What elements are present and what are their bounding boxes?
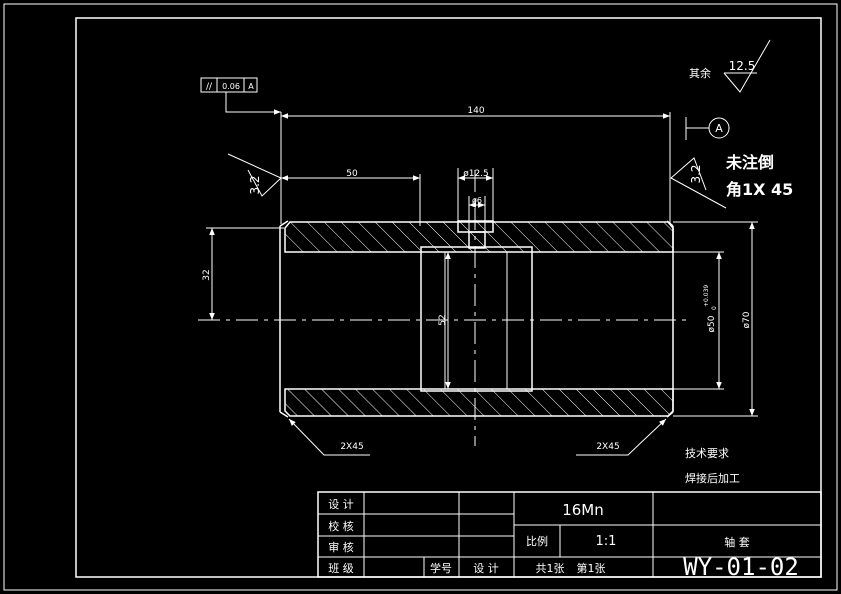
- tolerance-leader: [225, 92, 281, 115]
- roughness-general-value: 12.5: [729, 59, 756, 73]
- tech-requirements-title: 技术要求: [685, 447, 729, 460]
- roughness-general-label: 其余: [689, 66, 711, 80]
- chamfer-right: 2X45: [596, 442, 619, 452]
- tb-drawing-no: WY-01-02: [683, 553, 799, 581]
- roughness-symbol-right: [670, 157, 727, 209]
- dim-hole-inner: ø6: [472, 196, 482, 205]
- tech-requirements-item: 焊接后加工: [685, 471, 740, 485]
- chamfer-tl: [279, 220, 289, 227]
- chamfer-left: 2X45: [340, 442, 363, 452]
- tolerance-datum: A: [248, 82, 254, 91]
- tb-check-label: 校 核: [328, 519, 354, 533]
- datum-circle: [708, 117, 730, 139]
- dim-bore-tol-lower: 0: [711, 306, 718, 310]
- through-hole: [468, 231, 486, 249]
- chamfer-bl: [279, 411, 289, 418]
- datum-label: A: [715, 122, 723, 135]
- roughness-left: 3.2: [248, 175, 262, 194]
- outer-border: [3, 3, 838, 591]
- dim-offset: 50: [346, 169, 358, 179]
- chamfer-note-line1: 未注倒: [725, 153, 774, 172]
- tb-class-label: 班 级: [328, 562, 354, 575]
- tolerance-frame: [200, 77, 258, 93]
- tb-design-label-2: 设 计: [473, 562, 499, 575]
- chamfer-note-line2: 角1X 45: [726, 180, 793, 199]
- tb-part-name: 轴 套: [724, 535, 750, 549]
- dim-center: 52: [438, 314, 448, 325]
- title-block: 设 计 校 核 审 核 班 级 学号 设 计 16Mn 比例 1:1 轴 套 共…: [317, 491, 822, 581]
- tb-scale-value: 1:1: [596, 534, 617, 549]
- tb-sheets: 共1张: [536, 562, 565, 575]
- dim-hole-outer: ø12.5: [463, 169, 489, 179]
- leader-chamfer-right: [576, 418, 667, 456]
- title-block-frame: [317, 491, 822, 578]
- tolerance-symbol: //: [206, 82, 213, 92]
- tb-sheet-no: 第1张: [577, 561, 606, 575]
- inner-relief: [420, 246, 533, 392]
- tb-design-label: 设 计: [328, 498, 354, 511]
- dim-bore-tol-upper: +0.039: [703, 285, 710, 307]
- tb-review-label: 审 核: [328, 540, 354, 554]
- dim-left: 32: [202, 269, 212, 280]
- bottom-wall-section: [284, 388, 674, 417]
- roughness-symbol-left: [227, 153, 282, 197]
- chamfer-br: [666, 411, 674, 418]
- dim-bore: ø50: [707, 315, 717, 332]
- roughness-right: 3.2: [689, 164, 703, 183]
- roughness-general-symbol: [723, 39, 771, 93]
- dim-length: 140: [467, 106, 484, 116]
- leader-chamfer-left: [288, 418, 370, 456]
- tb-scale-label: 比例: [526, 534, 548, 548]
- tb-material: 16Mn: [562, 501, 604, 519]
- tb-student-id-label: 学号: [430, 561, 452, 575]
- dim-outer: ø70: [742, 311, 752, 328]
- tolerance-value: 0.06: [222, 82, 240, 91]
